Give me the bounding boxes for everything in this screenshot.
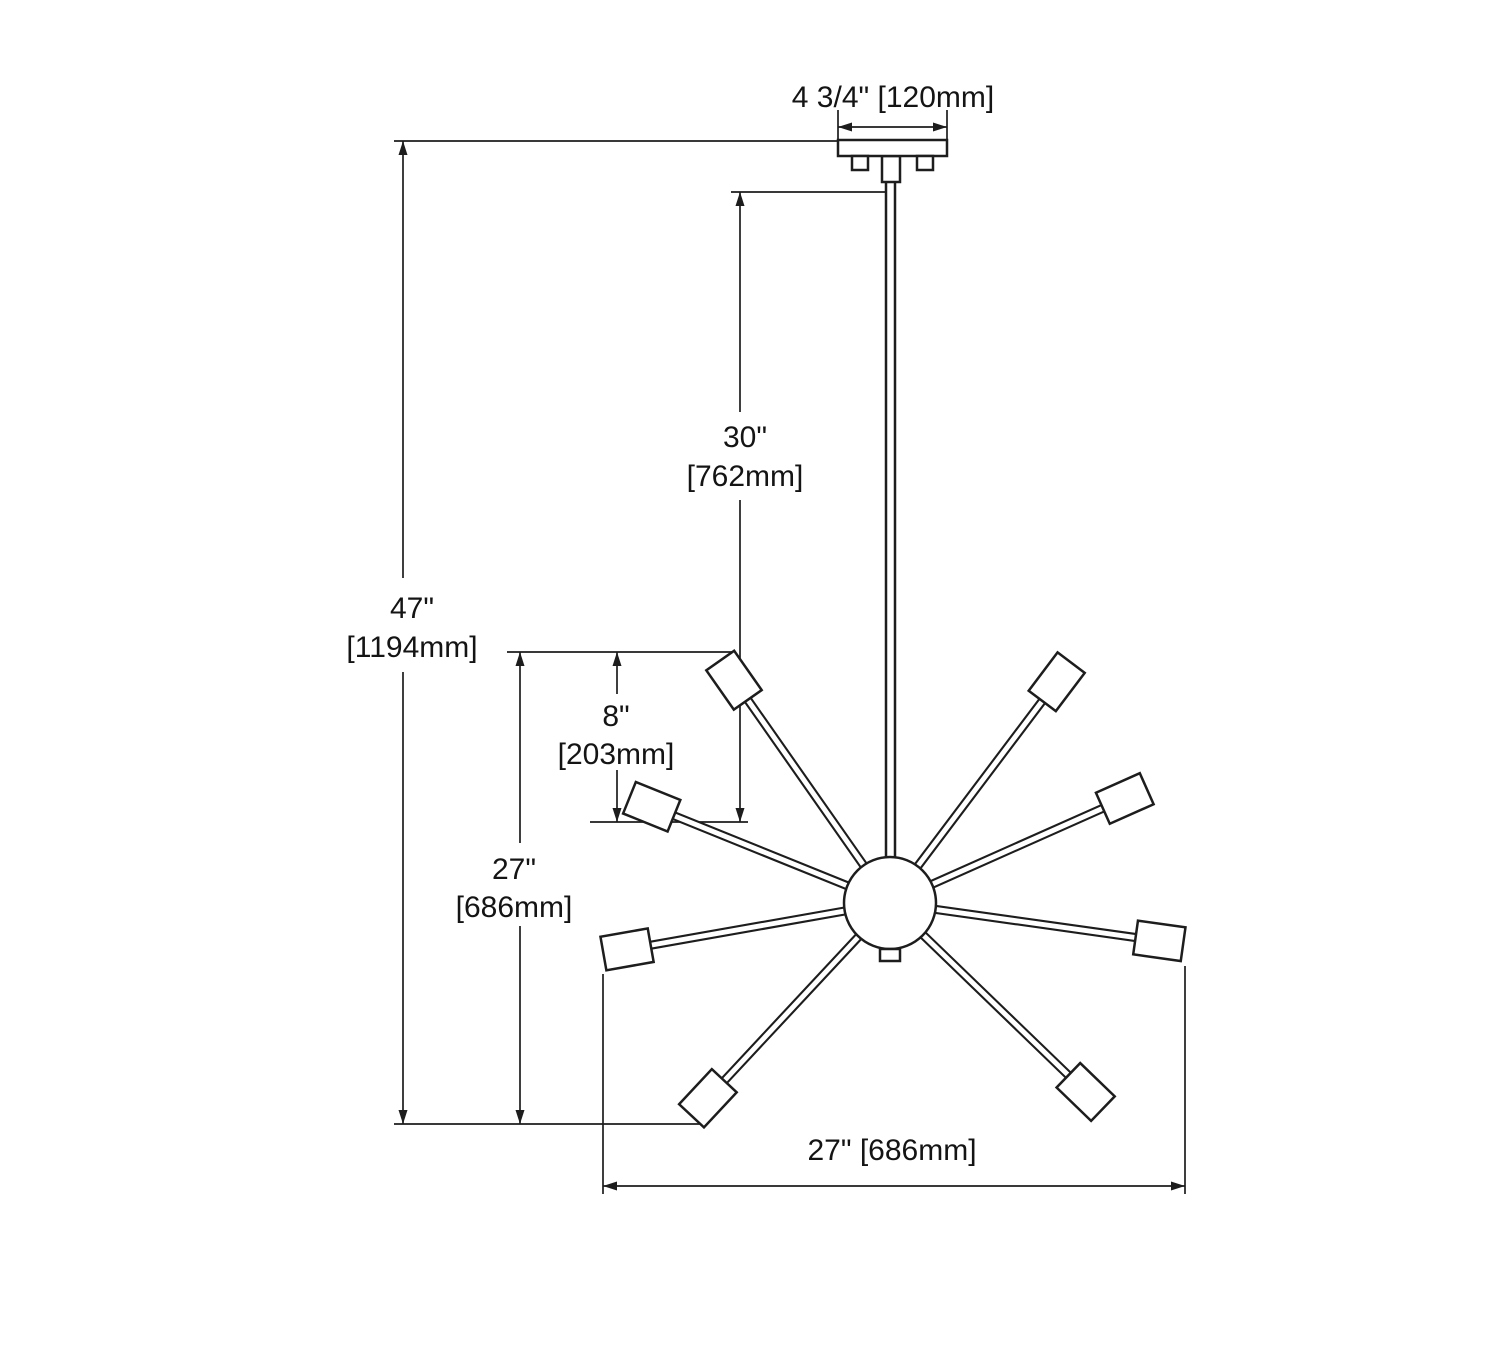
label-rod-length-mm: [762mm]: [687, 460, 804, 493]
arm-tube: [902, 695, 1048, 885]
shade: [1094, 771, 1156, 826]
arrowhead-up: [735, 192, 745, 206]
arrowhead-left: [603, 1181, 617, 1191]
arm-lower-left: [677, 919, 875, 1130]
arrowhead-down: [735, 808, 745, 822]
label-body-height-in: 27": [492, 853, 536, 886]
label-rod-length-in: 30": [723, 421, 767, 454]
arm-tube: [906, 918, 1074, 1081]
arm-upper-left: [704, 649, 879, 884]
rod-coupler: [880, 154, 902, 184]
arrowhead-down: [612, 808, 622, 822]
arm-tube: [646, 903, 865, 951]
center-sphere: [842, 855, 938, 951]
ceiling-canopy: [836, 138, 949, 158]
arm-lower-right: [906, 918, 1117, 1123]
label-body-width: 27" [686mm]: [807, 1134, 976, 1167]
shade: [1054, 1061, 1117, 1123]
arm-tube: [718, 919, 875, 1087]
shade: [677, 1067, 739, 1130]
dimension-overall-height: [394, 140, 838, 1125]
shade: [621, 780, 682, 834]
arrowhead-right: [933, 122, 947, 132]
arm-right-up: [912, 771, 1156, 897]
canopy-screw-right: [915, 154, 935, 172]
arm-right-down: [916, 902, 1187, 963]
label-canopy-width: 4 3/4" [120mm]: [792, 81, 994, 114]
arm-tube: [912, 802, 1108, 897]
label-overall-height-in: 47": [390, 592, 434, 625]
dimension-canopy-width: [837, 110, 948, 139]
canopy-screw-left: [850, 154, 870, 172]
label-upper-section-mm: [203mm]: [558, 738, 675, 771]
dimension-body-width: [602, 966, 1186, 1194]
shade: [599, 927, 656, 972]
arm-left-up: [621, 780, 867, 898]
hang-rod: [884, 178, 897, 908]
arrowhead-up: [398, 141, 408, 155]
arrowhead-left: [838, 122, 852, 132]
label-upper-section-in: 8": [602, 700, 629, 733]
dimension-body-height: [507, 651, 735, 1124]
fixture: [599, 138, 1187, 1130]
label-body-height-mm: [686mm]: [456, 891, 573, 924]
labels: 4 3/4" [120mm] 30" [762mm] 47" [1194mm] …: [346, 81, 994, 1167]
shade: [1026, 650, 1087, 713]
arrowhead-down: [398, 1110, 408, 1124]
arrowhead-up: [515, 652, 525, 666]
arrowhead-down: [515, 1110, 525, 1124]
arm-left-down: [599, 903, 865, 972]
arm-tube: [916, 902, 1140, 943]
arrowhead-up: [612, 652, 622, 666]
dimension-rod-length: [731, 191, 886, 822]
arrowhead-right: [1171, 1181, 1185, 1191]
label-overall-height-mm: [1194mm]: [346, 631, 477, 664]
shade: [1131, 919, 1187, 963]
sphere-finial: [878, 947, 902, 963]
shade: [704, 649, 764, 712]
